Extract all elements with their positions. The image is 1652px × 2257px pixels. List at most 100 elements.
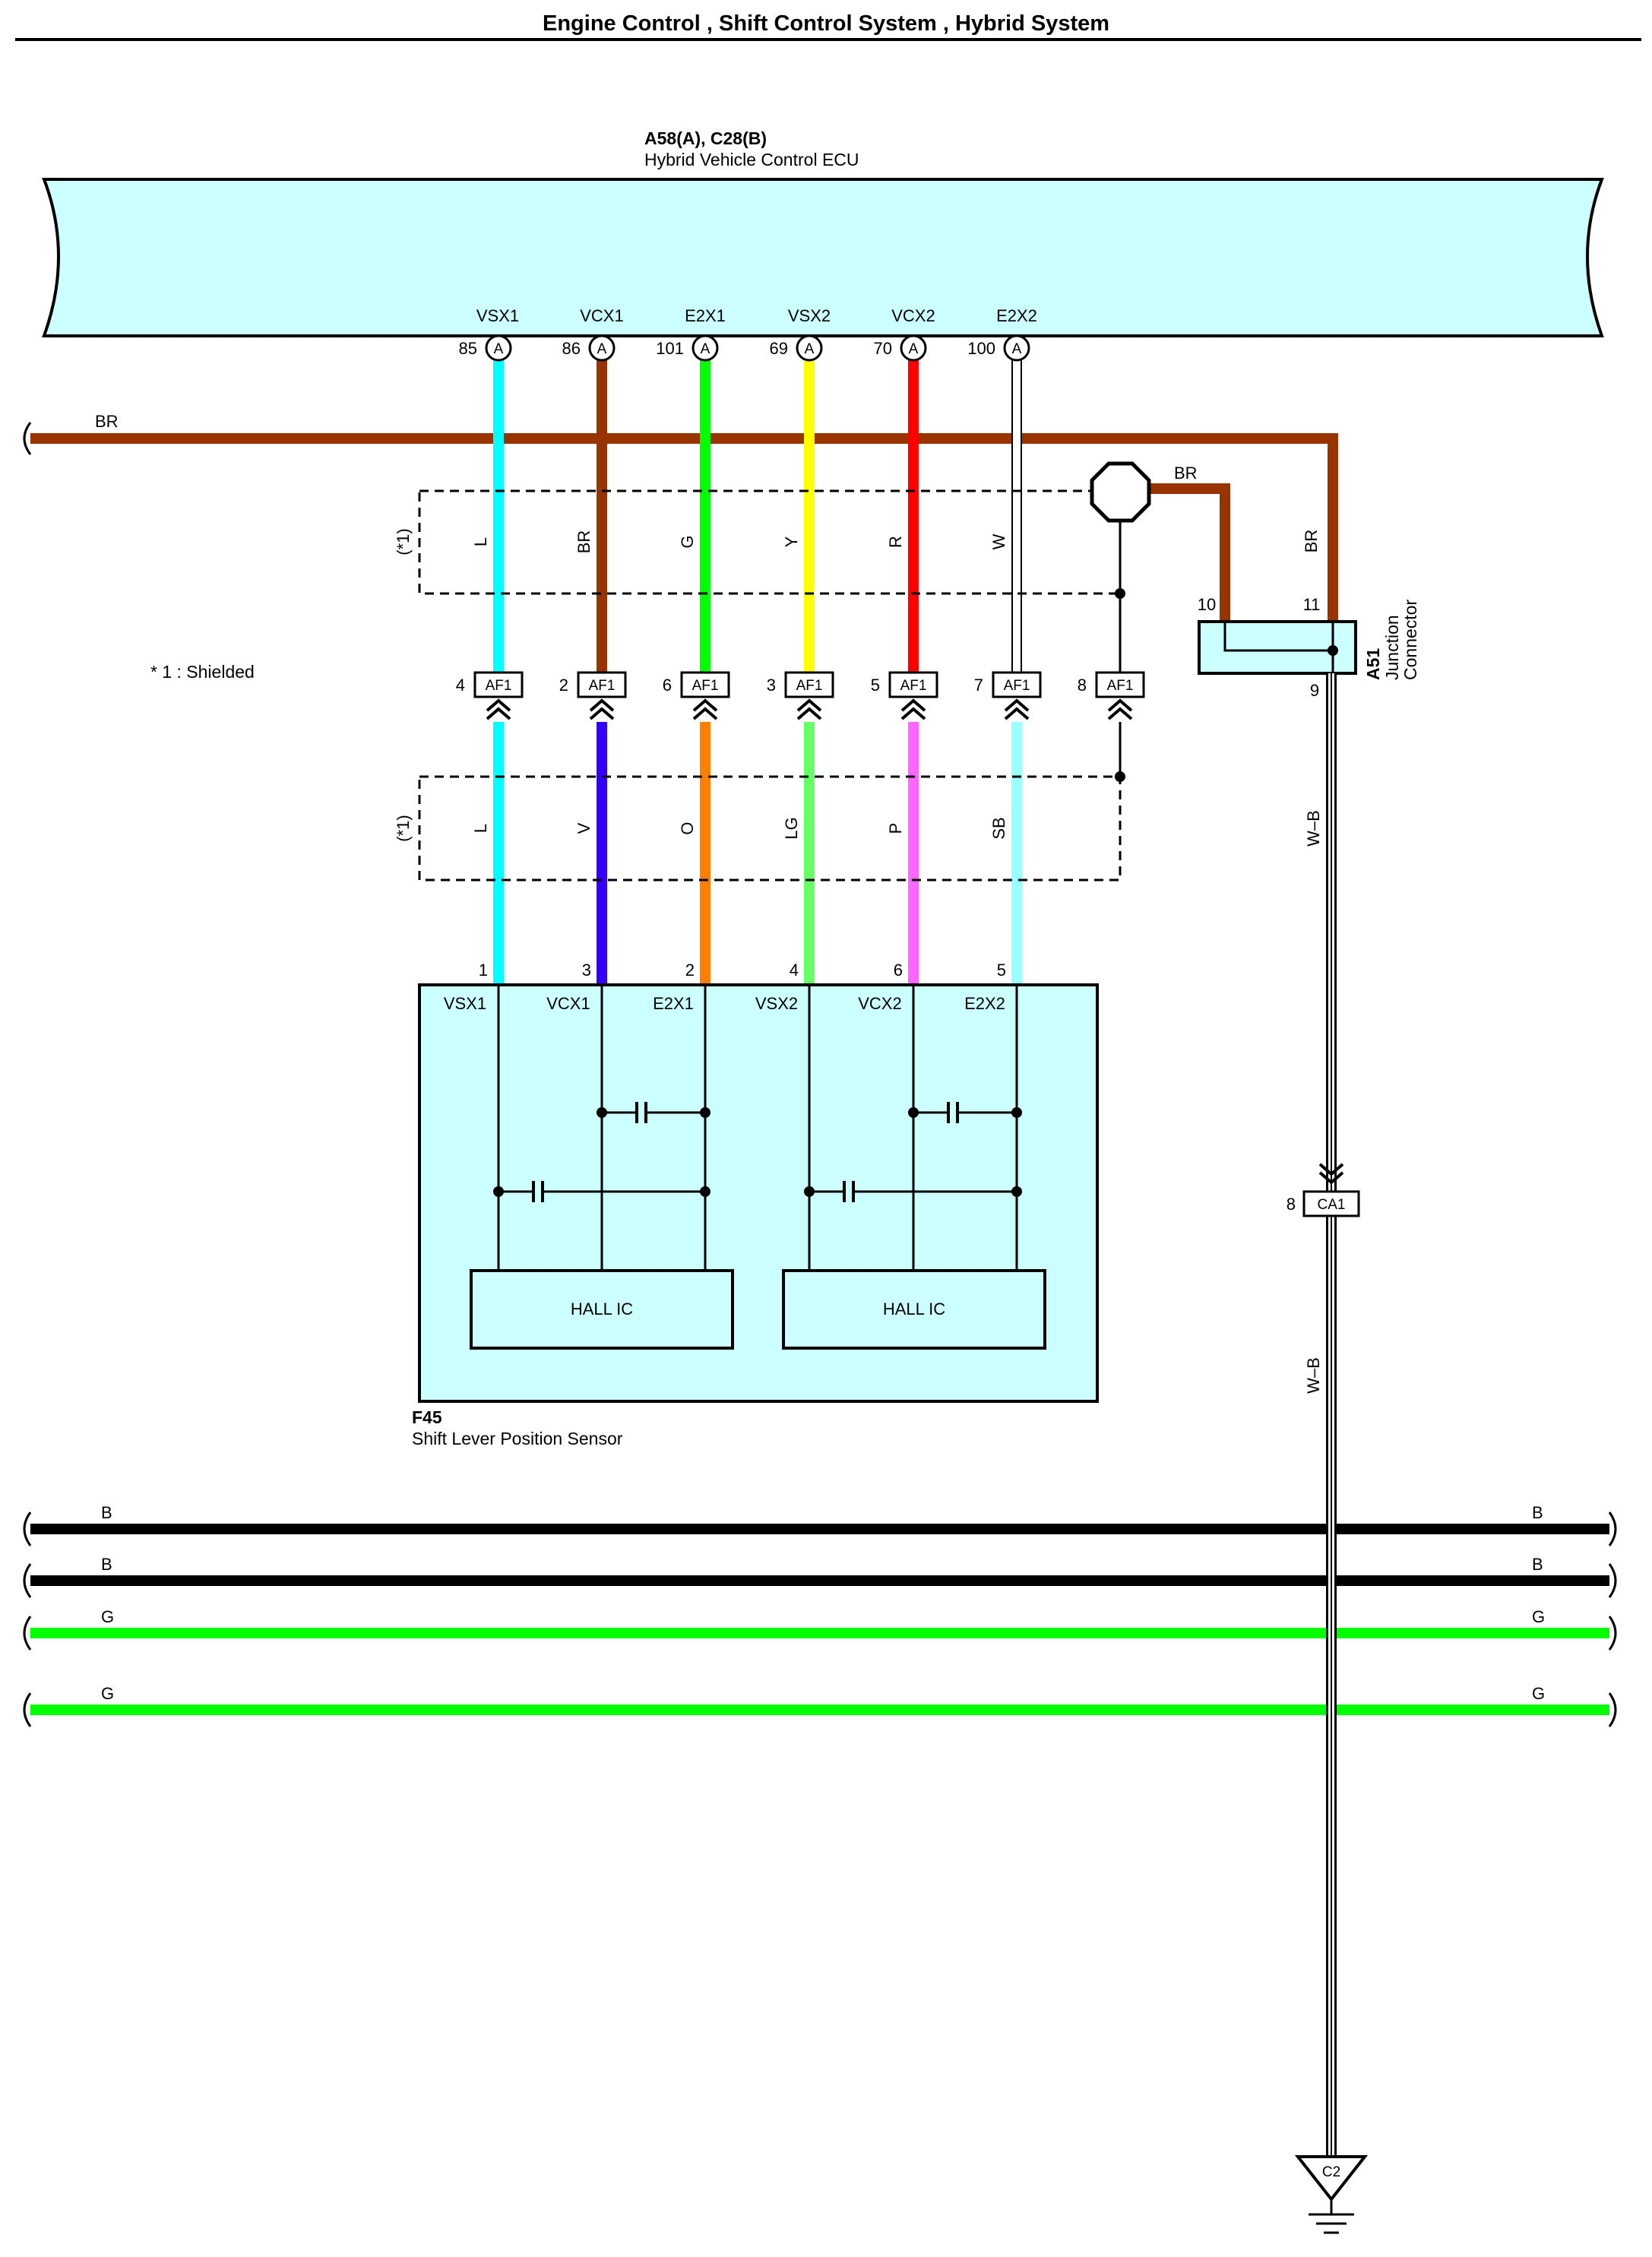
wire-code-lower: L <box>471 824 490 833</box>
sensor-pin-num: 4 <box>790 961 799 980</box>
af1-connector-pin-4: AF1 4 <box>456 671 524 720</box>
ecu-pin-label-e2x2: E2X2 <box>996 306 1037 325</box>
sensor-pin-label: VSX2 <box>755 994 798 1013</box>
ecu-pin-num-vsx2: 69 <box>770 339 788 358</box>
ca1-label: CA1 <box>1318 1197 1346 1213</box>
ecu-pin-num-vcx1: 86 <box>562 339 581 358</box>
sensor-pin-label: E2X2 <box>964 994 1005 1013</box>
wire-code-upper: G <box>678 535 697 548</box>
svg-text:AF1: AF1 <box>589 678 616 694</box>
br-line-label: BR <box>95 412 119 431</box>
junction-name-1: Junction <box>1382 615 1402 680</box>
shield-mark-upper: (*1) <box>394 528 413 555</box>
svg-text:AF1: AF1 <box>900 678 927 694</box>
wire-code-lower: O <box>678 821 697 834</box>
ca1-connector <box>1302 1190 1360 1217</box>
ecu-pin-label-vsx2: VSX2 <box>788 306 831 325</box>
ecu-pin-label-e2x1: E2X1 <box>685 306 726 325</box>
lower-wires <box>493 722 1022 985</box>
sensor-pin-label: VCX2 <box>858 994 901 1013</box>
shield-mark-lower: (*1) <box>394 815 413 841</box>
sensor-pin-num: 6 <box>894 961 903 980</box>
bus-line-b-2: B B <box>23 1555 1617 1598</box>
ecu-pin-labels: VSX1 VCX1 E2X1 VSX2 VCX2 E2X2 <box>476 306 1037 325</box>
ca1-pin: 8 <box>1286 1195 1296 1214</box>
shield-ground: BR <box>1090 461 1230 627</box>
af1-connectors: AF1 4 AF1 2 AF1 6 AF1 3 AF1 5 <box>456 671 1145 720</box>
ecu-pin-circle <box>485 334 512 362</box>
bus-lines: B B B B G G G G <box>23 1503 1617 1727</box>
ecu-pin-label-vcx2: VCX2 <box>891 306 935 325</box>
ecu-name: Hybrid Vehicle Control ECU <box>644 150 859 169</box>
svg-text:AF1: AF1 <box>1004 678 1030 694</box>
lower-wire-codes: L V O LG P SB <box>471 817 1008 839</box>
svg-text:G: G <box>101 1607 114 1626</box>
bus-line-b-1: B B <box>23 1503 1617 1546</box>
svg-text:G: G <box>1532 1684 1545 1703</box>
ecu-pin-label-vcx1: VCX1 <box>580 306 623 325</box>
ecu-pin-circle <box>588 334 616 362</box>
ecu-code: A58(A), C28(B) <box>644 128 767 148</box>
svg-text:AF1: AF1 <box>1107 678 1134 694</box>
af1-connector-pin-8: AF1 8 <box>1078 671 1145 720</box>
svg-text:AF1: AF1 <box>692 678 719 694</box>
ecu-box <box>42 178 1604 337</box>
sensor-circuit-1 <box>497 985 707 1271</box>
ecu-pin-label-vsx1: VSX1 <box>476 306 519 325</box>
upper-shield: (*1) <box>394 489 1125 673</box>
sensor-pin-num: 3 <box>582 961 591 980</box>
af1-connector-pin-3: AF1 3 <box>767 671 834 720</box>
ecu-pin-letter: A <box>1012 341 1022 357</box>
br-shield-ground-wire <box>1147 483 1230 627</box>
svg-text:8: 8 <box>1078 676 1087 695</box>
junction-br-label: BR <box>1302 530 1321 553</box>
shield-ground-octagon <box>1090 461 1151 523</box>
br-supply-line: BR <box>23 412 1338 627</box>
upper-wires <box>493 360 1022 673</box>
svg-text:2: 2 <box>559 676 568 695</box>
svg-text:7: 7 <box>974 676 983 695</box>
ecu-pin-letter: A <box>701 341 710 357</box>
junction-connector: 10 11 9 BR A51 Junction Connector <box>1198 530 1420 700</box>
junction-pin-10: 10 <box>1198 595 1216 614</box>
ecu-pin-letter: A <box>494 341 504 357</box>
svg-text:G: G <box>1532 1607 1545 1626</box>
ecu-pin-circle <box>796 334 823 362</box>
ecu-pin-num-e2x2: 100 <box>967 339 995 358</box>
shield-junction-dot <box>1115 588 1125 599</box>
ground-point-c2 <box>1294 2155 1369 2202</box>
hall-ic-1 <box>470 1269 734 1350</box>
wire-code-upper: R <box>886 536 905 548</box>
wire-code-lower: P <box>886 823 905 834</box>
ecu-pin-circle <box>691 334 719 362</box>
shield-ground-br-label: BR <box>1174 464 1198 483</box>
ground-wire-label-2: W–B <box>1304 1357 1323 1394</box>
bus-line-g-2: G G <box>23 1684 1617 1727</box>
svg-text:B: B <box>1532 1503 1543 1522</box>
sensor-pin-label: VCX1 <box>546 994 590 1013</box>
lower-shield: (*1) <box>394 722 1125 882</box>
hall-ic-2 <box>782 1269 1046 1350</box>
wire-code-lower: V <box>574 822 593 834</box>
ground-point-label: C2 <box>1322 2164 1340 2180</box>
page-title: Engine Control , Shift Control System , … <box>543 11 1109 36</box>
bus-line-g-1: G G <box>23 1607 1617 1651</box>
svg-text:5: 5 <box>871 676 880 695</box>
sensor-circuit-2 <box>808 985 1018 1271</box>
sensor-pin-label: E2X1 <box>653 994 694 1013</box>
sensor-name: Shift Lever Position Sensor <box>412 1429 623 1448</box>
wire-code-lower: LG <box>782 817 801 839</box>
svg-text:AF1: AF1 <box>796 678 823 694</box>
af1-connector-pin-6: AF1 6 <box>663 671 730 720</box>
sensor-pin-num: 5 <box>997 961 1006 980</box>
svg-text:B: B <box>101 1503 112 1522</box>
svg-text:4: 4 <box>456 676 465 695</box>
junction-pin-11: 11 <box>1303 595 1321 614</box>
ecu-pin-letter: A <box>805 341 815 357</box>
wire-code-upper: Y <box>782 536 801 547</box>
shield-junction-dot <box>1115 771 1125 782</box>
af1-connector-pin-2: AF1 2 <box>559 671 627 720</box>
svg-text:3: 3 <box>767 676 776 695</box>
ecu-pin-num-vsx1: 85 <box>459 339 477 358</box>
junction-code: A51 <box>1363 648 1383 680</box>
